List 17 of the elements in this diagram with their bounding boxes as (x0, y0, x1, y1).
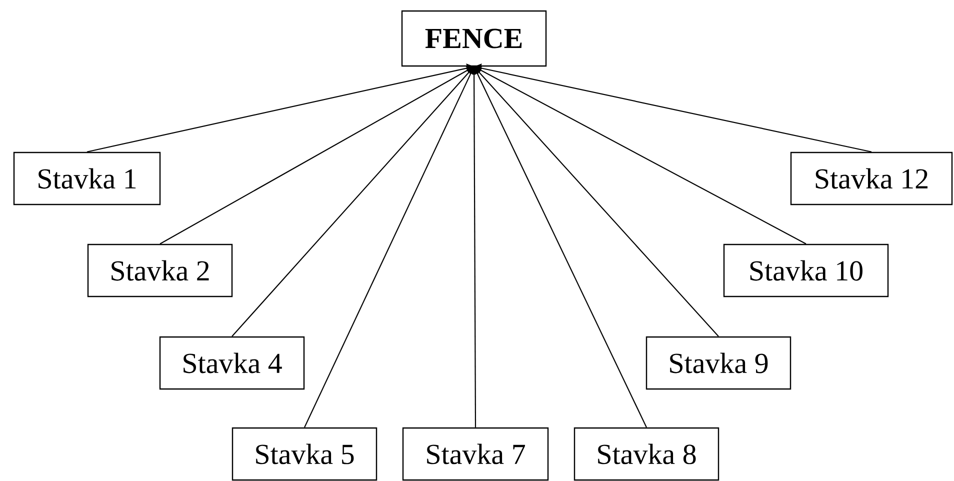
item-box: Stavka 9 (646, 336, 792, 390)
arrow (474, 66, 806, 244)
arrow (474, 64, 872, 152)
item-box: Stavka 2 (87, 244, 233, 298)
item-box: Stavka 12 (790, 152, 953, 206)
arrow (232, 66, 474, 337)
title-box: FENCE (401, 10, 547, 67)
item-box: Stavka 10 (723, 244, 889, 298)
item-box: Stavka 5 (232, 427, 378, 481)
arrow (472, 66, 647, 428)
arrow (160, 66, 474, 244)
arrow (86, 64, 474, 152)
item-box: Stavka 4 (159, 336, 305, 390)
item-box: Stavka 8 (574, 427, 720, 481)
item-box: Stavka 1 (13, 152, 161, 206)
arrow (474, 66, 719, 337)
item-box: Stavka 7 (402, 427, 549, 481)
